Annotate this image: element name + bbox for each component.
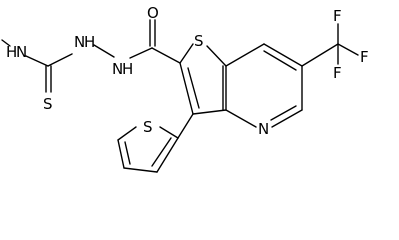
bond-nh-carbonyl bbox=[129, 47, 153, 59]
bond-c5-n4 bbox=[271, 109, 303, 128]
bond-c-nh bbox=[47, 53, 73, 67]
bond-c6-cf3 bbox=[301, 43, 339, 67]
bond-thienyl-c5-c4-double bbox=[124, 141, 131, 165]
atom-label-s-ring: S bbox=[194, 32, 204, 50]
bond-carbonyl-c2 bbox=[151, 47, 181, 64]
bond-c7a-c7 bbox=[225, 43, 265, 67]
atom-label-h-methyl: H bbox=[6, 43, 17, 61]
bond-thienyl-c3-c2-double bbox=[151, 137, 172, 167]
bond-c3-c2-double bbox=[187, 67, 200, 109]
atom-label-f-right: F bbox=[360, 48, 369, 66]
atom-label-n-hydrazide-1: N bbox=[74, 33, 85, 51]
molecule-structure-diagram: H N N H N H S O S N S F F F bbox=[1, 4, 369, 173]
bond-c7-c6 bbox=[263, 43, 303, 67]
atom-label-o-carbonyl: O bbox=[147, 4, 159, 22]
atom-label-s-thiophene: S bbox=[143, 118, 153, 136]
atom-label-h-hydrazide-1: H bbox=[84, 33, 95, 51]
atom-label-h-hydrazide-2: H bbox=[122, 60, 133, 78]
bond-c3-thienyl bbox=[177, 113, 194, 139]
bond-thienyl-c5-c4 bbox=[117, 139, 125, 169]
bond-lines bbox=[1, 19, 359, 173]
atom-label-n-methyl: N bbox=[16, 43, 27, 61]
atom-labels: H N N H N H S O S N S F F F bbox=[6, 4, 369, 138]
bond-s1-c7a bbox=[206, 45, 227, 67]
bond-c5-n4-double bbox=[270, 105, 297, 121]
bond-methyl-n bbox=[1, 39, 11, 47]
atom-label-f-top: F bbox=[333, 7, 342, 25]
bond-n-c-thio bbox=[25, 55, 49, 67]
atom-label-n-hydrazide-2: N bbox=[112, 60, 123, 78]
bond-nh-nh bbox=[93, 44, 115, 58]
bond-c3-c2 bbox=[179, 62, 194, 115]
atom-label-f-bottom: F bbox=[333, 64, 342, 82]
bond-thienyl-s-c5 bbox=[117, 126, 137, 141]
atom-label-n-pyridine: N bbox=[258, 120, 269, 138]
bond-c2-s1 bbox=[179, 43, 194, 64]
bond-thienyl-c4-c3 bbox=[123, 167, 158, 173]
bond-c3a-c3 bbox=[192, 109, 227, 115]
bond-thienyl-c2-s bbox=[159, 126, 179, 139]
bond-cf3-f-right bbox=[337, 43, 359, 56]
bond-thienyl-c3-c2 bbox=[156, 137, 179, 173]
bond-n4-c3a bbox=[225, 109, 257, 128]
atom-label-s-thione: S bbox=[43, 95, 53, 113]
bond-c7-c6-double bbox=[263, 50, 297, 71]
